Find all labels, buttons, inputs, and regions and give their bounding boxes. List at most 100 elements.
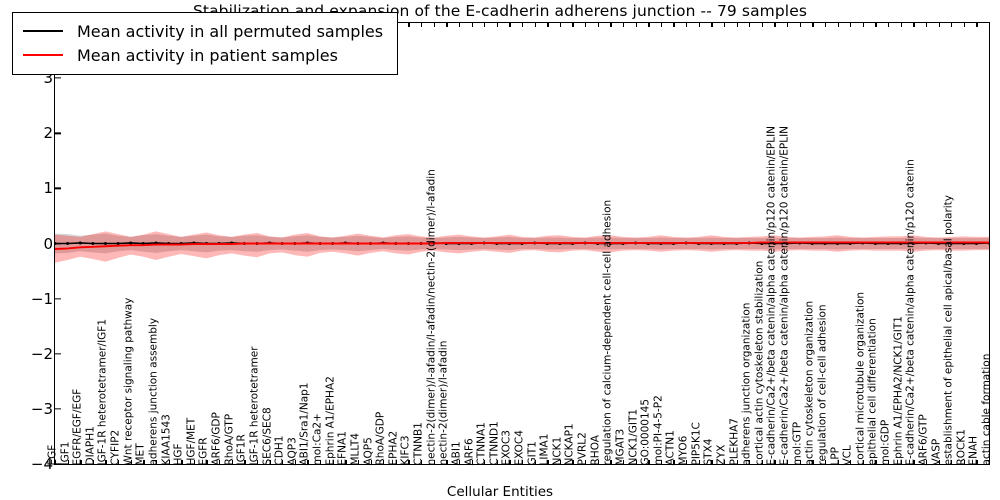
x-tick-mark [534, 460, 536, 464]
x-tick-mark [749, 460, 751, 464]
x-tick-mark [105, 460, 107, 464]
x-tick-mark [774, 23, 776, 27]
x-tick-mark [496, 460, 499, 464]
x-tick-mark [471, 460, 473, 464]
x-tick-mark [774, 460, 776, 464]
x-tick-mark [534, 23, 536, 27]
y-tick-label: −3 [30, 399, 53, 418]
x-tick-mark [307, 460, 309, 464]
x-tick-mark [648, 460, 650, 464]
x-tick-mark [597, 460, 600, 464]
x-tick-mark [812, 460, 814, 464]
y-tick-label: −2 [30, 344, 53, 363]
x-tick-mark [55, 460, 57, 464]
x-tick-mark [118, 460, 120, 464]
x-tick-mark [951, 460, 953, 464]
x-tick-mark [206, 460, 208, 464]
x-tick-mark [989, 460, 991, 464]
x-tick-mark [610, 460, 612, 464]
x-tick-mark [799, 23, 801, 27]
x-tick-mark [736, 460, 738, 464]
x-tick-mark [458, 460, 461, 464]
x-tick-mark [875, 460, 877, 464]
y-tick-mark [55, 408, 61, 410]
x-tick-mark [408, 460, 410, 464]
x-tick-mark [787, 23, 789, 27]
plot-canvas [55, 23, 989, 464]
x-tick-mark [458, 23, 461, 27]
x-tick-mark [660, 460, 663, 464]
x-tick-mark [938, 460, 940, 464]
x-tick-mark [622, 460, 625, 464]
x-tick-mark [749, 23, 751, 27]
x-axis-label: Cellular Entities [446, 484, 554, 500]
x-tick-mark [862, 23, 865, 27]
x-tick-mark [294, 460, 297, 464]
x-tick-mark [635, 23, 637, 27]
y-tick-label: 1 [43, 179, 53, 198]
x-tick-mark [522, 460, 524, 464]
x-tick-mark [320, 460, 322, 464]
x-tick-mark [559, 460, 562, 464]
x-tick-mark [433, 23, 435, 27]
x-tick-mark [698, 23, 700, 27]
plot-area: 43210−1−2−3−4 [31, 14, 991, 473]
x-tick-mark [585, 460, 587, 464]
x-tick-mark [547, 460, 549, 464]
x-tick-mark [824, 460, 827, 464]
x-tick-mark [963, 23, 966, 27]
x-tick-mark [585, 23, 587, 27]
x-tick-mark [761, 460, 764, 464]
x-tick-mark [484, 23, 486, 27]
x-tick-mark [900, 23, 902, 27]
x-tick-mark [648, 23, 650, 27]
x-tick-mark [155, 460, 158, 464]
x-tick-mark [824, 23, 827, 27]
x-tick-mark [484, 460, 486, 464]
legend-swatch-permuted [23, 30, 63, 32]
x-tick-mark [938, 23, 940, 27]
y-tick-mark [55, 353, 61, 355]
x-tick-mark [421, 460, 423, 464]
x-tick-mark [67, 460, 69, 464]
x-tick-mark [850, 460, 852, 464]
x-tick-mark [862, 460, 865, 464]
x-tick-mark [547, 23, 549, 27]
x-tick-mark [913, 460, 915, 464]
x-tick-mark [635, 460, 637, 464]
x-tick-mark [951, 23, 953, 27]
x-tick-mark [875, 23, 877, 27]
y-tick-mark [55, 77, 61, 79]
x-tick-mark [143, 460, 145, 464]
x-tick-mark [989, 23, 991, 27]
x-tick-mark [408, 23, 410, 27]
x-tick-mark [572, 23, 574, 27]
y-tick-mark [55, 297, 61, 300]
x-tick-mark [812, 23, 814, 27]
legend: Mean activity in all permuted samples Me… [12, 12, 399, 75]
x-tick-mark [509, 460, 511, 464]
x-tick-mark [269, 460, 271, 464]
x-tick-mark [256, 460, 259, 464]
y-tick-label: 0 [43, 234, 53, 253]
x-tick-mark [913, 23, 915, 27]
y-tick-mark [55, 463, 61, 465]
x-tick-mark [888, 23, 890, 27]
x-tick-mark [559, 23, 562, 27]
x-tick-mark [181, 460, 183, 464]
x-tick-mark [723, 460, 726, 464]
x-tick-mark [673, 460, 675, 464]
x-tick-mark [686, 23, 688, 27]
x-tick-mark [900, 460, 902, 464]
legend-swatch-patient [23, 54, 63, 56]
x-tick-mark [660, 23, 663, 27]
x-tick-mark [799, 460, 801, 464]
x-tick-mark [522, 23, 524, 27]
x-tick-mark [193, 460, 196, 464]
x-tick-mark [976, 23, 978, 27]
legend-label-permuted: Mean activity in all permuted samples [77, 21, 384, 41]
x-tick-mark [698, 460, 700, 464]
x-tick-mark [496, 23, 499, 27]
x-tick-mark [80, 460, 82, 464]
x-tick-mark [471, 23, 473, 27]
